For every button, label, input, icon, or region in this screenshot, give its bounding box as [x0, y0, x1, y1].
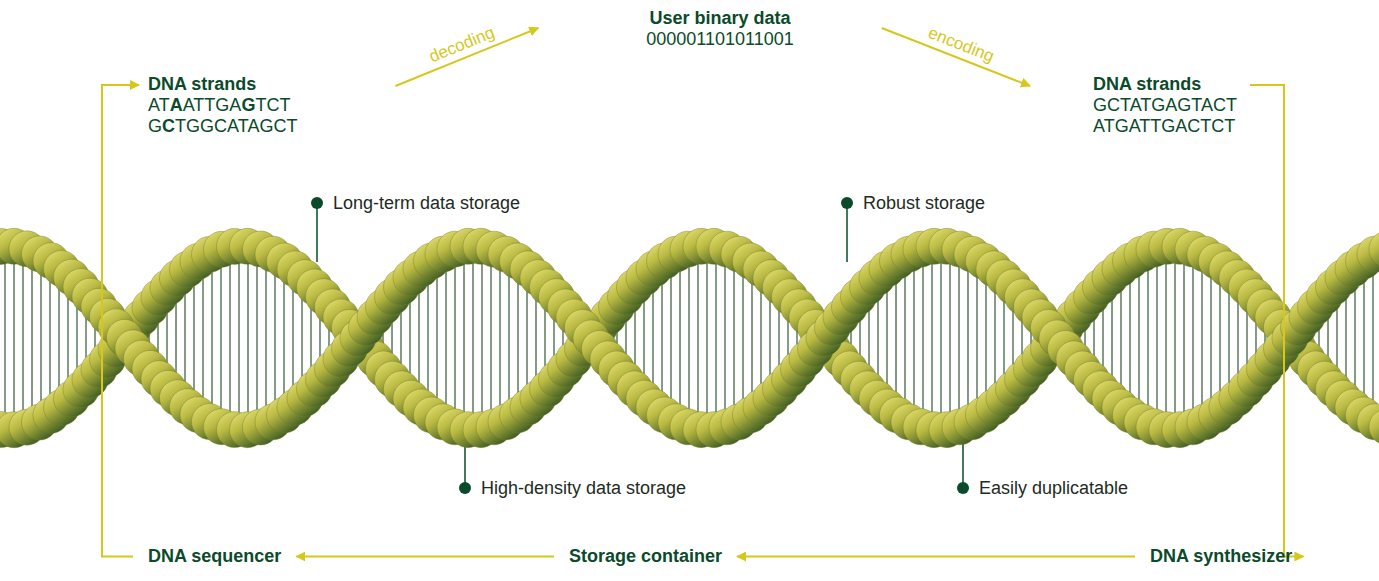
helix-rung	[256, 248, 257, 428]
helix-rung	[490, 248, 491, 427]
helix-rung	[472, 246, 473, 430]
helix-rung	[1183, 247, 1184, 429]
helix-rung	[229, 247, 230, 429]
step-heading: User binary data	[646, 8, 794, 29]
callout-label: Robust storage	[863, 192, 985, 214]
helix-rung	[49, 260, 50, 416]
helix-rung	[445, 253, 446, 424]
helix-rung	[13, 246, 14, 429]
step-heading: DNA synthesizer	[1150, 546, 1292, 567]
helix-rung	[904, 256, 905, 419]
callout-dot	[459, 482, 471, 494]
step-heading: DNA strands	[1093, 74, 1237, 95]
helix-rung	[265, 251, 266, 425]
helix-rung	[913, 252, 914, 424]
step-sequence: GCTATGAGTACT	[1093, 95, 1237, 116]
helix-bead	[1369, 409, 1379, 445]
helix-rung	[922, 249, 923, 428]
helix-rung	[670, 257, 671, 419]
helix-rung	[436, 258, 437, 419]
flow-step: DNA sequencer	[145, 544, 284, 569]
helix-rung	[940, 246, 941, 430]
helix-rung	[1147, 251, 1148, 424]
helix-rung	[220, 249, 221, 426]
helix-rung	[976, 257, 977, 419]
helix-strand	[0, 228, 1379, 447]
flow-step: DNA synthesizer	[1147, 544, 1295, 569]
flow-step: DNA strandsGCTATGAGTACTATGATTGACTCT	[1090, 72, 1240, 139]
helix-beads	[0, 228, 1379, 447]
helix-rung	[1138, 256, 1139, 420]
helix-rung	[1156, 248, 1157, 427]
helix-bead	[1369, 231, 1379, 267]
callout-dot	[841, 197, 853, 209]
helix-rung	[481, 246, 482, 429]
step-sequence: ATAATTGAGTCT	[148, 95, 297, 116]
edge-label: encoding	[925, 23, 997, 67]
edge-label: decoding	[426, 23, 497, 67]
callout-label: High-density data storage	[481, 477, 686, 499]
flow-arrow	[102, 85, 139, 557]
step-sequence: GCTGGCATAGCT	[148, 116, 297, 137]
helix-rung	[1372, 255, 1373, 421]
helix-rung	[1201, 253, 1202, 424]
helix-rung	[1192, 249, 1193, 427]
helix-rung	[508, 256, 509, 420]
step-sequence: ATGATTGACTCT	[1093, 116, 1237, 137]
helix-rung	[697, 247, 698, 429]
helix-rung	[949, 247, 950, 429]
helix-strand	[0, 228, 1379, 447]
flow-arrow	[296, 556, 554, 558]
helix-rung	[463, 247, 464, 429]
step-sequence: 000001101011001	[646, 29, 794, 50]
helix-rung	[31, 251, 32, 426]
helix-rung	[724, 249, 725, 428]
callout-label: Long-term data storage	[333, 192, 520, 214]
callout-dot	[311, 197, 323, 209]
callout-label: Easily duplicatable	[979, 477, 1128, 499]
callout-dot	[957, 482, 969, 494]
helix-rung	[688, 249, 689, 427]
helix-rung	[679, 252, 680, 423]
helix-rung	[1174, 246, 1175, 430]
helix-rung	[715, 247, 716, 430]
flow-arrow	[1250, 85, 1303, 557]
step-heading: DNA sequencer	[148, 546, 281, 567]
leader-line	[846, 203, 848, 262]
helix-rung	[238, 246, 239, 430]
helix-rung	[4, 246, 5, 430]
helix-rung	[202, 258, 203, 418]
flow-step: DNA strandsATAATTGAGTCTGCTGGCATAGCT	[145, 72, 300, 139]
flow-step: Storage container	[566, 544, 725, 569]
helix-rung	[454, 249, 455, 427]
helix-rung	[40, 255, 41, 422]
step-heading: Storage container	[569, 546, 722, 567]
flow-arrow	[737, 556, 1135, 558]
helix-rung	[931, 247, 932, 430]
helix-rung	[283, 261, 284, 416]
step-heading: DNA strands	[148, 74, 297, 95]
helix-rung	[733, 252, 734, 424]
helix-rung	[1210, 258, 1211, 419]
leader-line	[316, 203, 318, 262]
helix-rung	[742, 256, 743, 419]
helix-rung	[1363, 261, 1364, 416]
helix-rung	[211, 253, 212, 423]
helix-rung	[967, 252, 968, 423]
helix-rung	[706, 246, 707, 430]
helix-rung	[22, 248, 23, 428]
helix-rung	[1165, 246, 1166, 429]
helix-rung	[274, 255, 275, 421]
helix-rung	[247, 246, 248, 429]
flow-step: User binary data000001101011001	[643, 6, 797, 52]
helix-rung	[958, 249, 959, 427]
helix-rung	[499, 251, 500, 424]
callout-leaders	[311, 197, 969, 494]
